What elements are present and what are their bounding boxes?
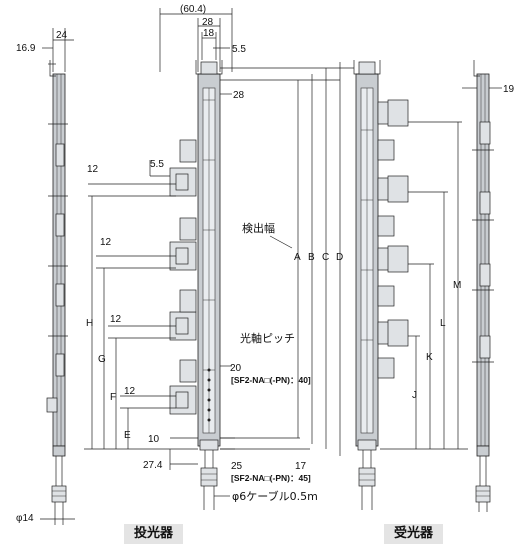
- dim-J: J: [412, 390, 417, 401]
- emitter-side-view: [46, 60, 68, 515]
- dim-25: 25: [231, 461, 243, 472]
- dim-60-4: (60.4): [180, 4, 206, 15]
- receiver-front-view: [353, 60, 409, 510]
- dim-12-a: 12: [87, 164, 99, 175]
- dim-L: L: [440, 318, 446, 329]
- dim-10: 10: [148, 434, 160, 445]
- dim-H: H: [86, 318, 93, 329]
- dim-5-5-top: 5.5: [232, 44, 246, 55]
- dim-5-5-side: 5.5: [150, 159, 164, 170]
- dim-C: C: [322, 252, 329, 263]
- dim-12-b: 12: [100, 237, 112, 248]
- dim-B: B: [308, 252, 315, 263]
- dim-17: 17: [295, 461, 307, 472]
- dim-19: 19: [503, 84, 515, 95]
- dim-28-top: 28: [202, 17, 214, 28]
- dim-12-d: 12: [124, 386, 136, 397]
- dim-F: F: [110, 392, 116, 403]
- dim-12-c: 12: [110, 314, 122, 325]
- emitter-front-view: [195, 60, 223, 510]
- label-pitch-na-45: [SF2-NA□(-PN)：45]: [231, 473, 311, 483]
- emitter-brackets: [169, 139, 197, 415]
- dim-G: G: [98, 354, 106, 365]
- dim-28-side: 28: [233, 90, 245, 101]
- label-pitch-na-40: [SF2-NA□(-PN)：40]: [231, 375, 311, 385]
- dim-18: 18: [203, 28, 215, 39]
- dim-K: K: [426, 352, 433, 363]
- receiver-side-view: [472, 60, 494, 512]
- emitter-caption: 投光器: [124, 524, 184, 544]
- dim-27-4: 27.4: [143, 460, 163, 471]
- dim-24: 24: [56, 30, 68, 41]
- label-pitch-20: 20: [230, 363, 242, 374]
- dim-D: D: [336, 252, 343, 263]
- dim-E: E: [124, 430, 131, 441]
- dim-A: A: [294, 252, 301, 263]
- label-cable: φ6ケーブル0.5m: [232, 489, 318, 503]
- label-detection-width: 検出幅: [242, 221, 275, 235]
- dim-M: M: [453, 280, 461, 291]
- beam-pitch-marks: [207, 368, 211, 422]
- receiver-caption: 受光器: [384, 524, 444, 544]
- dim-phi14: φ14: [16, 513, 34, 524]
- label-optical-pitch: 光軸ピッチ: [240, 331, 295, 345]
- dim-16-9: 16.9: [16, 43, 36, 54]
